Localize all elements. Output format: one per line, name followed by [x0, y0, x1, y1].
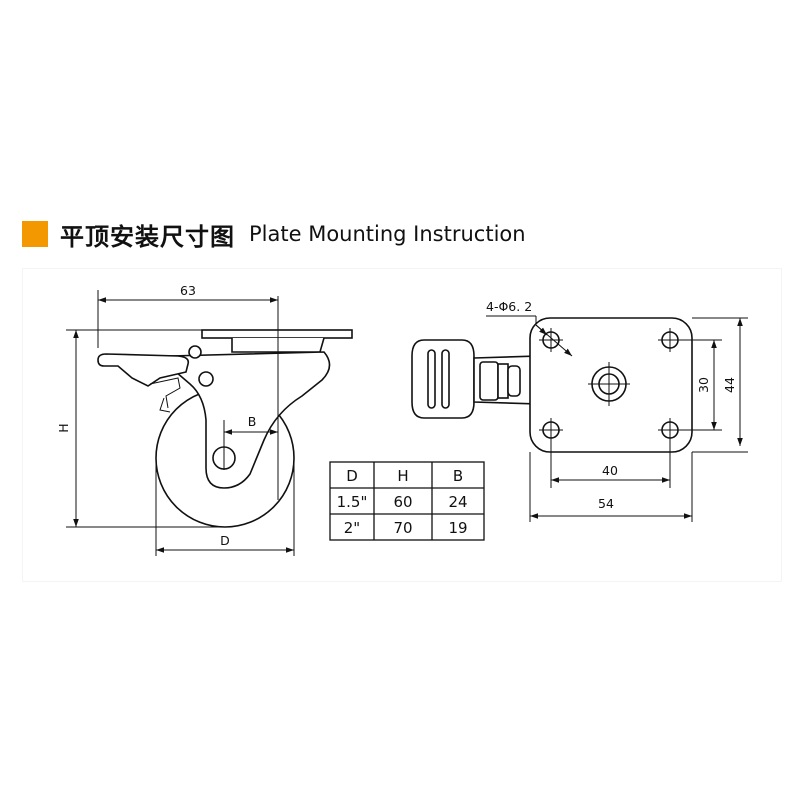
- section-header: 平顶安装尺寸图 Plate Mounting Instruction: [22, 216, 526, 252]
- caster-top-view: 4-Φ6. 2 30 44 40 54: [411, 299, 748, 522]
- top-width-dimension-label: 63: [180, 283, 196, 298]
- inner-width-dimension-label: 40: [602, 463, 618, 478]
- outer-width-dimension-label: 54: [598, 496, 614, 511]
- caster-side-view: 63 H B D: [56, 283, 353, 556]
- brake-pedal: [97, 353, 190, 387]
- table-header-cell: H: [397, 467, 408, 485]
- offset-dimension-label: B: [248, 414, 257, 429]
- section-marker-icon: [22, 221, 48, 247]
- table-cell: 24: [448, 493, 467, 511]
- diagram-frame: [22, 268, 782, 582]
- table-cell: 60: [393, 493, 412, 511]
- hole-spec-label: 4-Φ6. 2: [486, 299, 532, 314]
- table-header-cell: B: [453, 467, 463, 485]
- section-title-english: Plate Mounting Instruction: [249, 222, 526, 246]
- table-header-cell: D: [346, 467, 358, 485]
- section-title-chinese: 平顶安装尺寸图: [60, 222, 235, 251]
- inner-height-dimension-label: 30: [696, 377, 711, 393]
- brake-pivot-rivet: [198, 371, 214, 387]
- table-cell: 70: [393, 519, 412, 537]
- top-plate: [201, 329, 353, 339]
- size-table: D H B 1.5" 60 24 2" 70 19: [329, 461, 485, 541]
- brake-linkage: [149, 377, 181, 409]
- table-cell: 2": [344, 519, 360, 537]
- fork-leg: [168, 351, 331, 489]
- diameter-dimension-label: D: [220, 533, 230, 548]
- brake-pad: [159, 397, 171, 413]
- table-cell: 19: [448, 519, 467, 537]
- height-dimension-label: H: [56, 423, 71, 432]
- upper-pivot-rivet: [188, 345, 202, 359]
- outer-height-dimension-label: 44: [722, 377, 737, 393]
- table-cell: 1.5": [337, 493, 368, 511]
